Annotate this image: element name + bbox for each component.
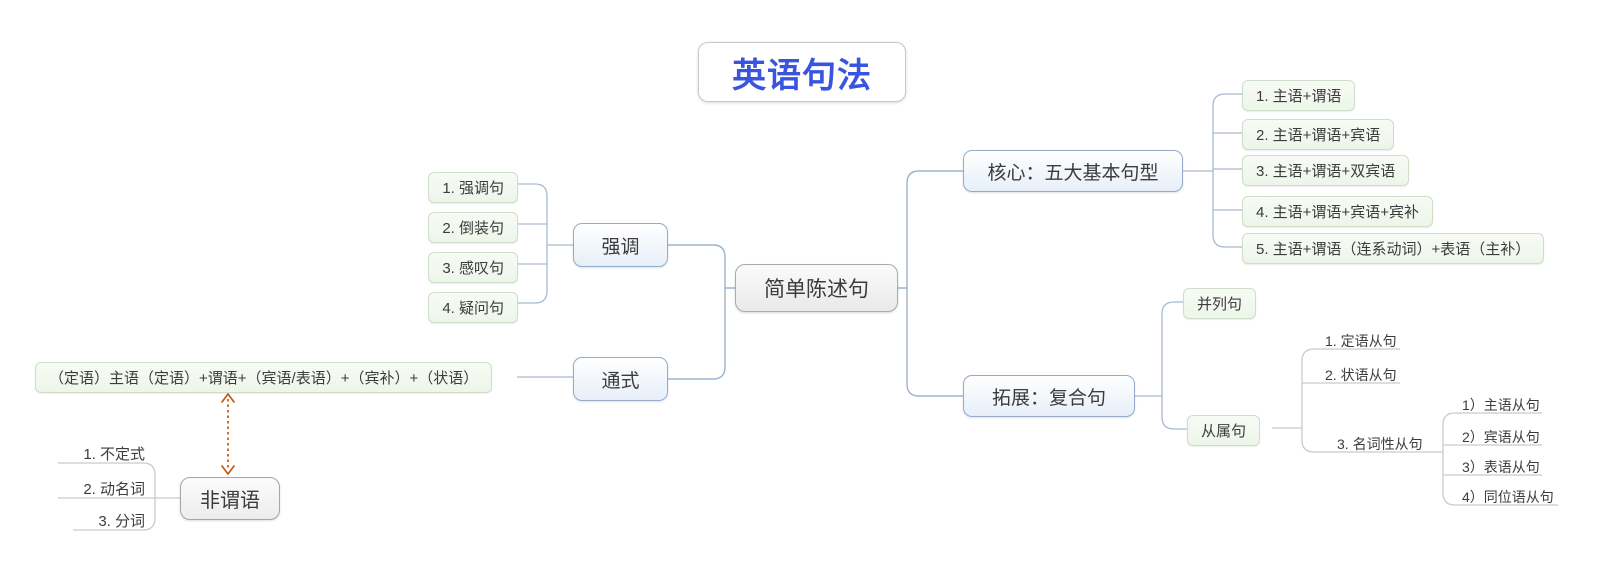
topic-subject-clause[interactable]: 1）主语从句 <box>1462 397 1540 413</box>
topic-noun-clause[interactable]: 3. 名词性从句 <box>1337 436 1423 452</box>
topic-object-clause[interactable]: 2）宾语从句 <box>1462 429 1540 445</box>
connector-central-right <box>898 170 963 397</box>
connector-central-left <box>668 244 735 380</box>
topic-exclamatory-sentence[interactable]: 3. 感叹句 <box>428 252 518 283</box>
central-topic[interactable]: 简单陈述句 <box>735 264 898 312</box>
arrow-head-down-icon <box>221 465 235 475</box>
connector-emphasis-children <box>518 183 573 304</box>
topic-appositive-clause[interactable]: 4）同位语从句 <box>1462 489 1554 505</box>
topic-sentence-formula[interactable]: （定语）主语（定语）+谓语+（宾语/表语）+（宾补）+（状语） <box>35 362 493 393</box>
connector-nonfinite-children <box>58 462 180 531</box>
topic-pattern-svp[interactable]: 5. 主语+谓语（连系动词）+表语（主补） <box>1242 233 1545 264</box>
topic-inverted-sentence[interactable]: 2. 倒装句 <box>428 212 518 243</box>
topic-attributive-clause[interactable]: 1. 定语从句 <box>1325 333 1397 349</box>
branch-core-five-patterns[interactable]: 核心：五大基本句型 <box>963 150 1183 192</box>
topic-gerund[interactable]: 2. 动名词 <box>83 481 145 498</box>
connector-nounclause-children <box>1442 412 1558 506</box>
topic-emphatic-sentence[interactable]: 1. 强调句 <box>428 172 518 203</box>
branch-emphasis[interactable]: 强调 <box>573 223 668 267</box>
topic-participle[interactable]: 3. 分词 <box>98 513 145 530</box>
connector-subordinate-children <box>1272 348 1443 453</box>
arrow-head-up-icon <box>221 393 235 403</box>
connector-expansion-children <box>1135 301 1187 430</box>
branch-general-form[interactable]: 通式 <box>573 357 668 401</box>
topic-pattern-sv[interactable]: 1. 主语+谓语 <box>1242 80 1356 111</box>
map-title[interactable]: 英语句法 <box>698 42 906 102</box>
topic-infinitive[interactable]: 1. 不定式 <box>83 446 145 463</box>
topic-subordinate-clause[interactable]: 从属句 <box>1187 415 1261 446</box>
topic-coordinate-clause[interactable]: 并列句 <box>1183 288 1257 319</box>
topic-adverbial-clause[interactable]: 2. 状语从句 <box>1325 367 1397 383</box>
connector-core-children <box>1183 93 1242 248</box>
topic-pattern-svoo[interactable]: 3. 主语+谓语+双宾语 <box>1242 155 1410 186</box>
branch-expansion-compound[interactable]: 拓展：复合句 <box>963 375 1135 417</box>
topic-predicative-clause[interactable]: 3）表语从句 <box>1462 459 1540 475</box>
topic-non-finite-verb[interactable]: 非谓语 <box>180 477 280 520</box>
topic-pattern-svo[interactable]: 2. 主语+谓语+宾语 <box>1242 119 1395 150</box>
topic-pattern-svoc[interactable]: 4. 主语+谓语+宾语+宾补 <box>1242 196 1433 227</box>
topic-interrogative-sentence[interactable]: 4. 疑问句 <box>428 292 518 323</box>
